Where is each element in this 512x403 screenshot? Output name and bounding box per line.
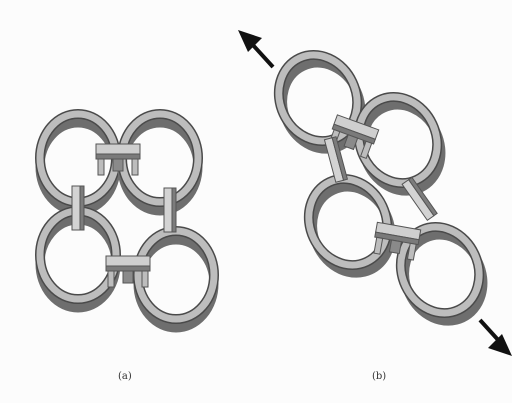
caption-a: (a)	[118, 371, 132, 382]
unit-cell-a	[40, 114, 214, 328]
plate-a-right	[164, 188, 176, 232]
ring-a-bottom-right	[138, 231, 214, 328]
arrow-up-left-icon	[238, 30, 273, 67]
link-a-top	[96, 144, 140, 175]
plate-a-left	[72, 186, 84, 230]
unit-cell-b	[265, 42, 497, 334]
caption-b: (b)	[372, 371, 386, 382]
arrow-down-right-icon	[480, 320, 512, 356]
link-a-bottom	[106, 256, 150, 287]
